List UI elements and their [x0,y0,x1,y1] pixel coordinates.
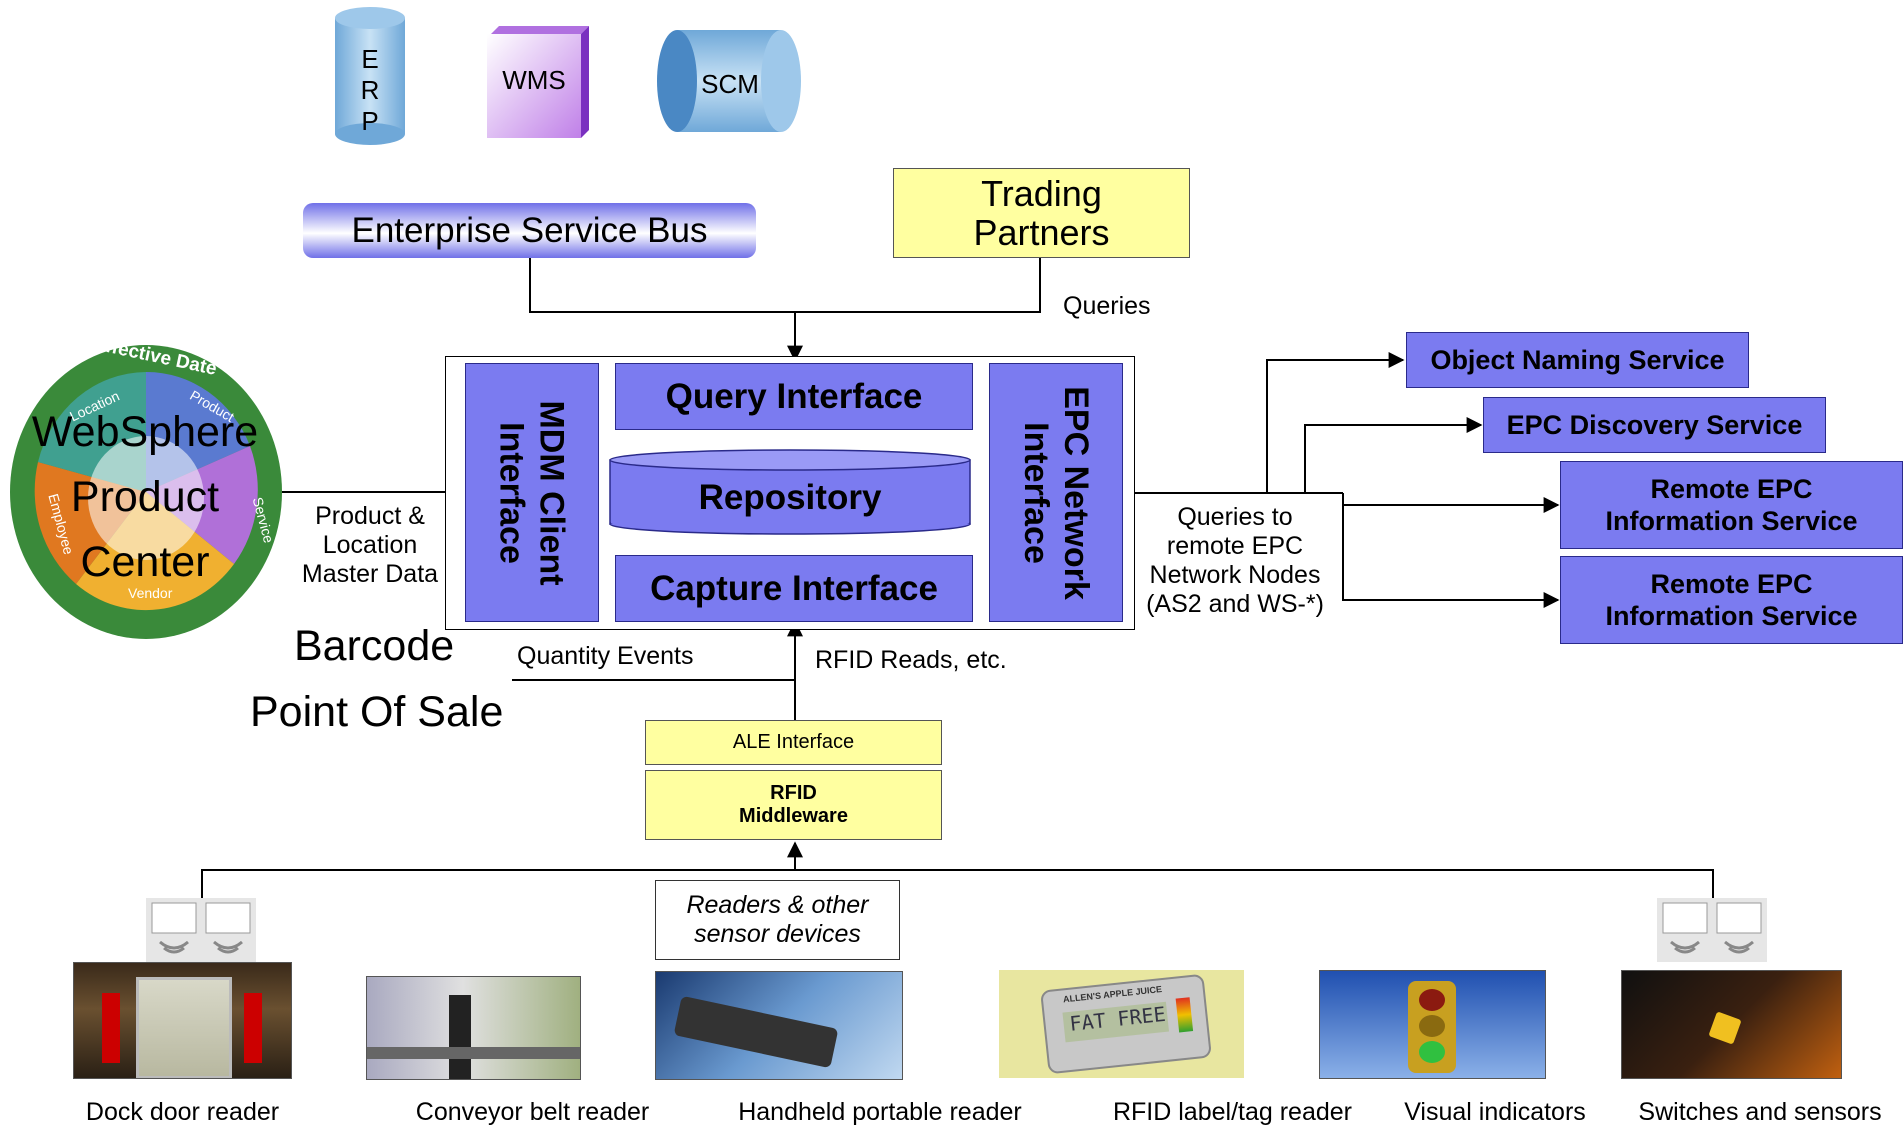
master-data-label: Product & Location Master Data [290,502,450,589]
trading-partners: Trading Partners [893,168,1190,258]
device-label-handheld: Handheld portable reader [738,1098,1022,1126]
remote-queries-line3: Network Nodes [1149,561,1321,589]
epc-network-line1: EPC Network [1057,385,1095,600]
device-label-switches: Switches and sensors [1638,1098,1882,1126]
mdm-client-line2: Interface [493,421,531,564]
visual-indicators-image [1319,970,1546,1079]
epc-network-interface: EPC Network Interface [989,363,1123,622]
erp-cylinder [335,7,405,145]
barcode-label: Barcode [294,622,455,670]
rfid-middleware-line2: Middleware [739,805,848,827]
remote-queries-line4: (AS2 and WS-*) [1146,590,1324,618]
epc-network-line2: Interface [1017,421,1055,564]
device-label-dock-door: Dock door reader [85,1098,280,1126]
readers-line2: sensor devices [694,920,861,948]
rfid-middleware: RFID Middleware [645,770,942,840]
websphere-line1: WebSphere [31,408,259,456]
websphere-line2: Product [70,473,220,521]
handheld-portable-reader-image [655,971,903,1080]
websphere-line3: Center [80,538,210,586]
repository-label: Repository [698,478,882,517]
trading-partners-line2: Partners [973,212,1110,253]
master-data-line3: Master Data [301,560,439,588]
segment-vendor: Vendor [128,585,173,601]
rfid-label-tag-reader-image: ALLEN'S APPLE JUICE FAT FREE [999,970,1244,1078]
epc-discovery-service: EPC Discovery Service [1483,397,1826,453]
tag-brand-text: ALLEN'S APPLE JUICE [1062,984,1163,1005]
master-data-line1: Product & [315,502,425,530]
dock-door-reader-image [73,962,292,1079]
switches-and-sensors-image [1621,970,1842,1079]
wms-label: WMS [502,64,566,95]
device-label-conveyor: Conveyor belt reader [415,1098,650,1126]
mdm-client-line1: MDM Client [533,399,571,586]
readers-line1: Readers & other [686,891,869,919]
antenna-pair-icon-right [1657,898,1767,962]
erp-letter-r: R [360,75,380,105]
remote1-line2: Information Service [1605,506,1858,536]
trading-partners-line1: Trading [981,173,1102,214]
rfid-reads-label: RFID Reads, etc. [815,646,1007,674]
scm-cylinder [657,30,801,132]
point-of-sale-label: Point Of Sale [250,688,504,736]
ale-interface: ALE Interface [645,720,942,765]
device-label-visual: Visual indicators [1404,1098,1586,1126]
quantity-events-label: Quantity Events [517,642,694,670]
readers-label: Readers & other sensor devices [655,880,900,960]
wms-box [487,26,589,138]
erp-label: E R P [355,44,385,137]
remote-queries-label: Queries to remote EPC Network Nodes (AS2… [1135,503,1335,619]
remote1-line1: Remote EPC [1650,474,1813,504]
erp-letter-e: E [361,44,379,74]
rfid-middleware-line1: RFID [770,782,817,804]
capture-interface: Capture Interface [615,555,973,622]
remote-epc-information-service-2: Remote EPC Information Service [1560,556,1903,644]
mdm-client-interface: MDM Client Interface [465,363,599,622]
websphere-title: WebSphere Product Center [20,400,270,595]
remote2-line1: Remote EPC [1650,569,1813,599]
tag-display-text: FAT FREE [1062,1001,1170,1043]
repository-cylinder [609,449,971,535]
scm-label: SCM [701,68,759,99]
antenna-pair-icon-left [146,898,256,962]
master-data-line2: Location [322,531,418,559]
erp-letter-p: P [361,106,379,136]
remote2-line2: Information Service [1605,601,1858,631]
websphere-product-center-logo [10,345,282,639]
object-naming-service: Object Naming Service [1406,332,1749,388]
query-interface: Query Interface [615,363,973,430]
device-label-rfid-tag: RFID label/tag reader [1112,1098,1352,1126]
conveyor-belt-reader-image [366,976,581,1080]
remote-queries-line2: remote EPC [1166,532,1304,560]
queries-label: Queries [1063,292,1151,320]
remote-queries-line1: Queries to [1177,503,1293,531]
remote-epc-information-service-1: Remote EPC Information Service [1560,461,1903,549]
enterprise-service-bus: Enterprise Service Bus [303,203,756,258]
